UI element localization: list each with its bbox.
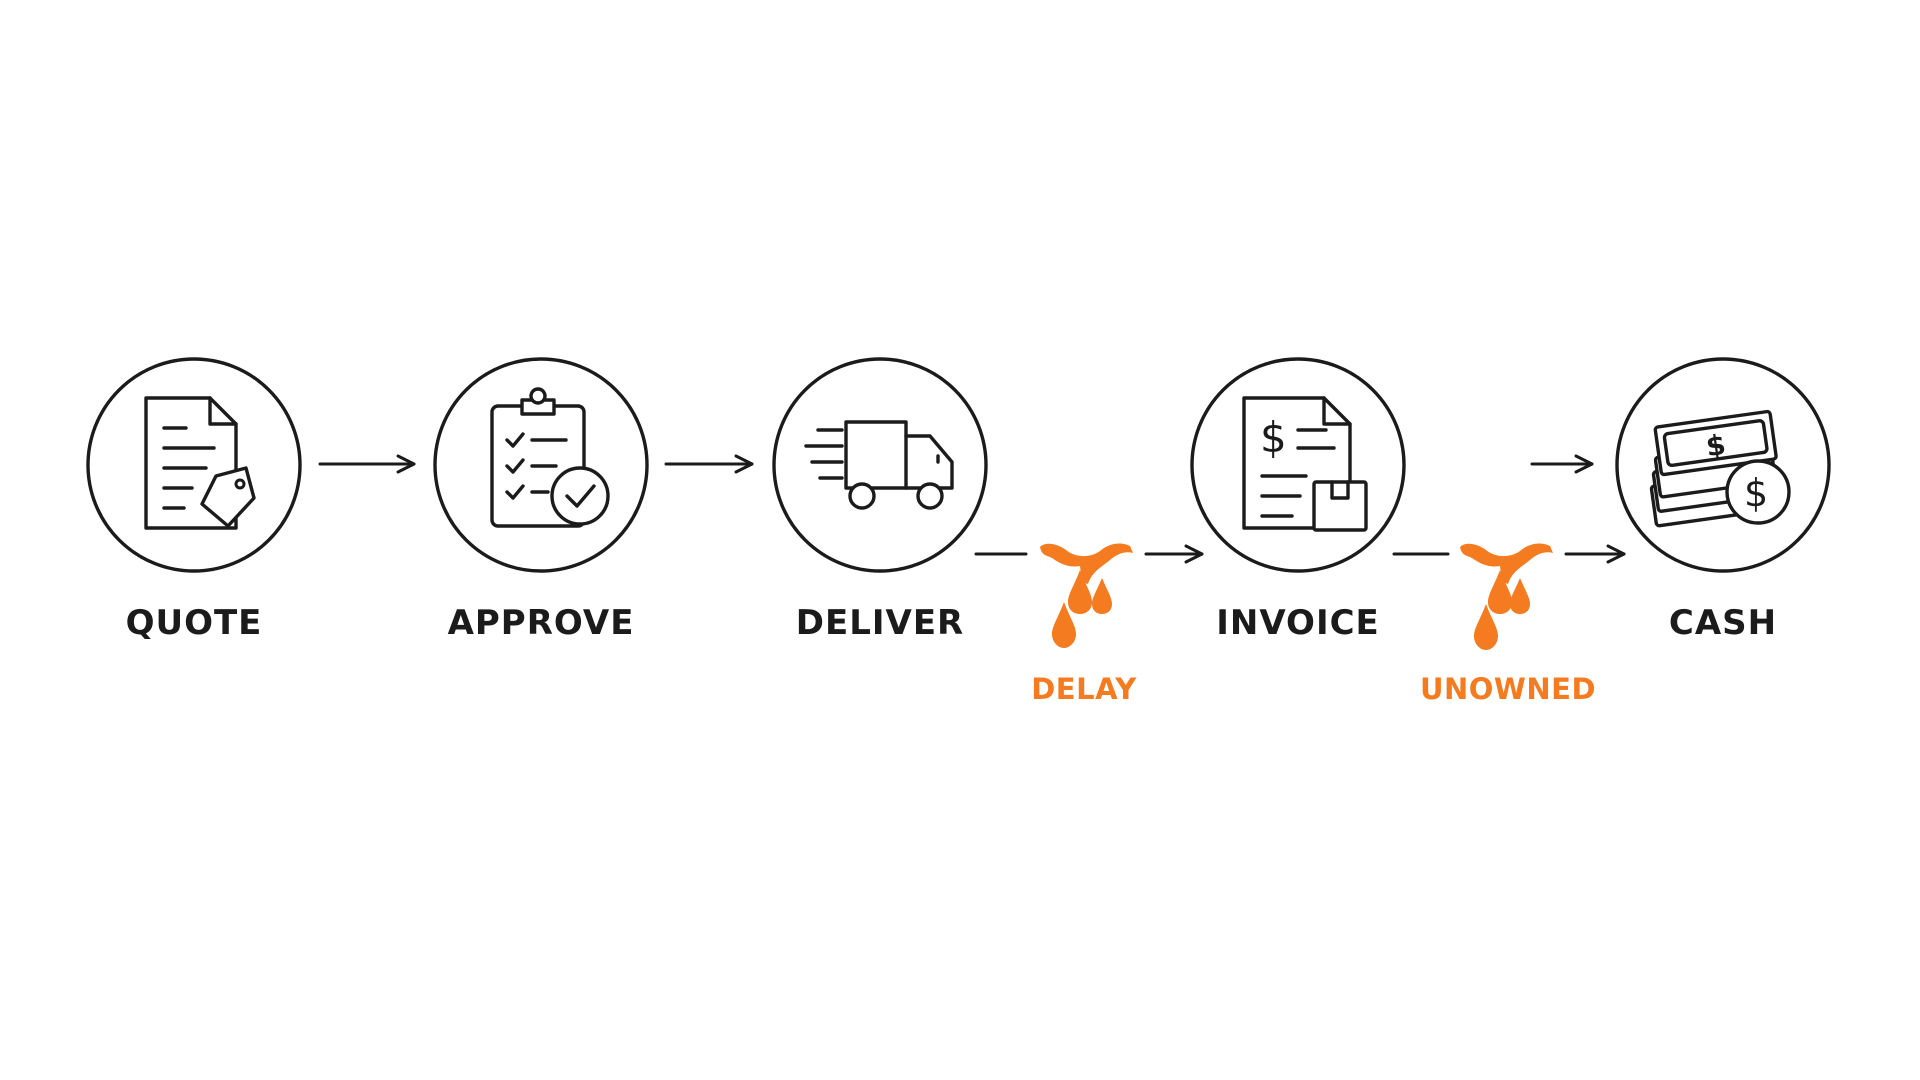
step-circle-invoice (1190, 357, 1406, 573)
svg-text:$: $ (1704, 428, 1728, 463)
svg-text:$: $ (1744, 471, 1768, 515)
step-label-quote: QUOTE (125, 603, 263, 643)
step-label-deliver: DELIVER (795, 603, 965, 643)
delivery-truck-icon (804, 420, 954, 510)
step-circle-quote (86, 357, 302, 573)
cash-stack-coin-icon: $ $ (1649, 409, 1791, 528)
svg-text:$: $ (1260, 413, 1287, 462)
step-label-cash: CASH (1668, 603, 1778, 643)
clipboard-checklist-icon (490, 387, 610, 528)
leak-label-unowned: UNOWNED (1419, 672, 1597, 706)
leak-drip-icon-unowned (1460, 543, 1553, 650)
invoice-document-box-icon: $ (1242, 396, 1368, 532)
step-label-approve: APPROVE (447, 603, 635, 643)
quote-document-tag-icon (144, 396, 256, 530)
step-circle-deliver (772, 357, 988, 573)
step-label-invoice: INVOICE (1216, 603, 1380, 643)
leak-drip-icon-delay (1040, 543, 1133, 648)
leak-label-delay: DELAY (1031, 672, 1137, 706)
